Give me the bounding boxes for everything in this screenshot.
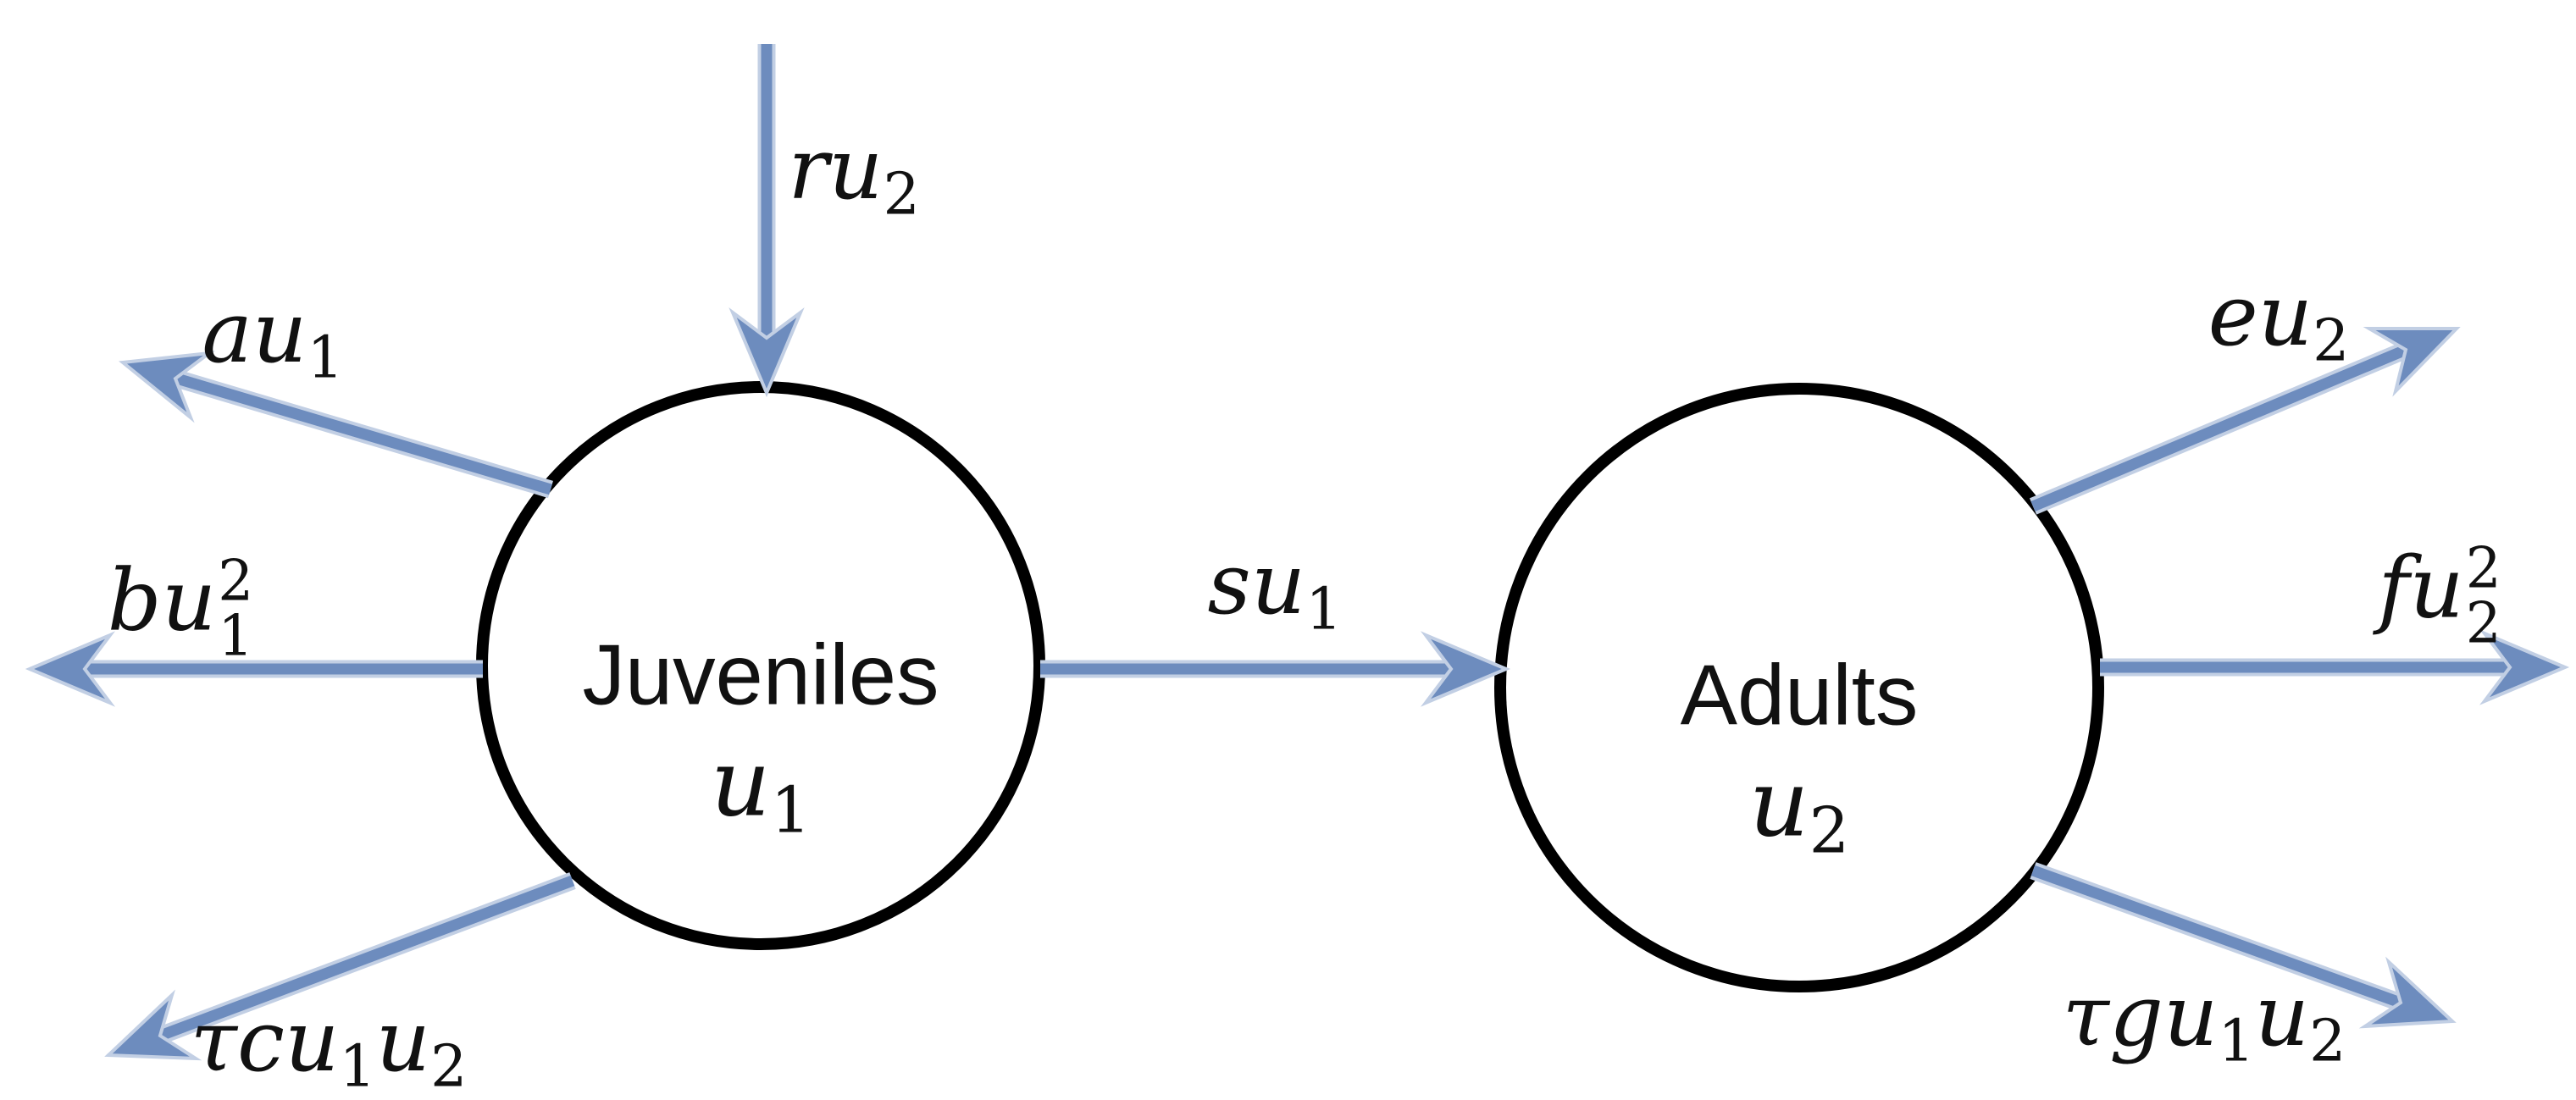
label-base: τcu (190, 992, 340, 1091)
label-subscript: 2 (2313, 307, 2350, 375)
label-base: ru (788, 119, 884, 218)
arrow-au1 (119, 351, 553, 499)
label-subscript: 1 (218, 603, 254, 669)
arrowhead (2363, 327, 2461, 397)
label-base: bu (107, 550, 217, 650)
label-base: au (202, 283, 307, 382)
arrow-ru2 (728, 44, 805, 398)
adults-name: Adults (1680, 648, 1919, 743)
label-base: u (375, 992, 431, 1091)
arrowhead (104, 989, 202, 1061)
label-base: fu (2378, 538, 2464, 638)
label-base: su (1207, 534, 1306, 633)
juveniles-name: Juveniles (582, 627, 939, 723)
label-subscript: 2 (883, 161, 920, 229)
label-subscript: 2 (430, 1033, 468, 1100)
flow-label-au1: au1 (202, 290, 343, 387)
flow-label-eu2: eu2 (2208, 274, 2350, 370)
label-subscript: 1 (1305, 576, 1343, 644)
label-subscript: 1 (339, 1033, 376, 1100)
symbol-base: u (710, 728, 771, 837)
symbol-base: u (1748, 749, 1809, 858)
label-superscript: 2 (2465, 535, 2501, 601)
arrowhead (728, 307, 805, 398)
arrow-eu2 (2029, 327, 2461, 515)
symbol-subscript: 1 (770, 773, 812, 848)
label-subscript: 2 (2465, 590, 2501, 656)
flow-label-su1: su1 (1208, 542, 1343, 638)
arrow-bu12 (25, 631, 483, 707)
arrowhead (2358, 956, 2457, 1029)
arrow-tcu1u2 (104, 872, 576, 1061)
arrow-su1 (1040, 631, 1511, 707)
label-superscript: 2 (218, 548, 254, 614)
flow-label-tcu1u2: τcu1u2 (191, 999, 468, 1096)
label-base: u (2254, 966, 2310, 1065)
arrowhead (119, 351, 216, 423)
adults-symbol: u2 (1681, 748, 1919, 868)
flow-label-ru2: ru2 (788, 127, 919, 224)
adults-node-circle (1494, 383, 2104, 992)
juveniles-label: Juveniles u1 (582, 624, 939, 848)
adults-label: Adults u2 (1680, 644, 1919, 868)
label-subscript: 2 (2309, 1008, 2346, 1075)
arrowhead (2479, 629, 2570, 705)
label-base: τgu (2062, 966, 2219, 1065)
juveniles-symbol: u1 (582, 727, 939, 848)
arrowhead (25, 631, 116, 707)
label-subscript: 1 (307, 324, 344, 392)
symbol-subscript: 2 (1809, 793, 1850, 868)
arrowhead (1420, 631, 1511, 707)
arrow-tgu1u2 (2030, 862, 2457, 1029)
label-base: eu (2208, 266, 2313, 365)
label-subscript: 1 (2218, 1008, 2255, 1075)
arrow-fu22 (2100, 629, 2570, 705)
flow-label-tgu1u2: τgu1u2 (2063, 974, 2346, 1070)
